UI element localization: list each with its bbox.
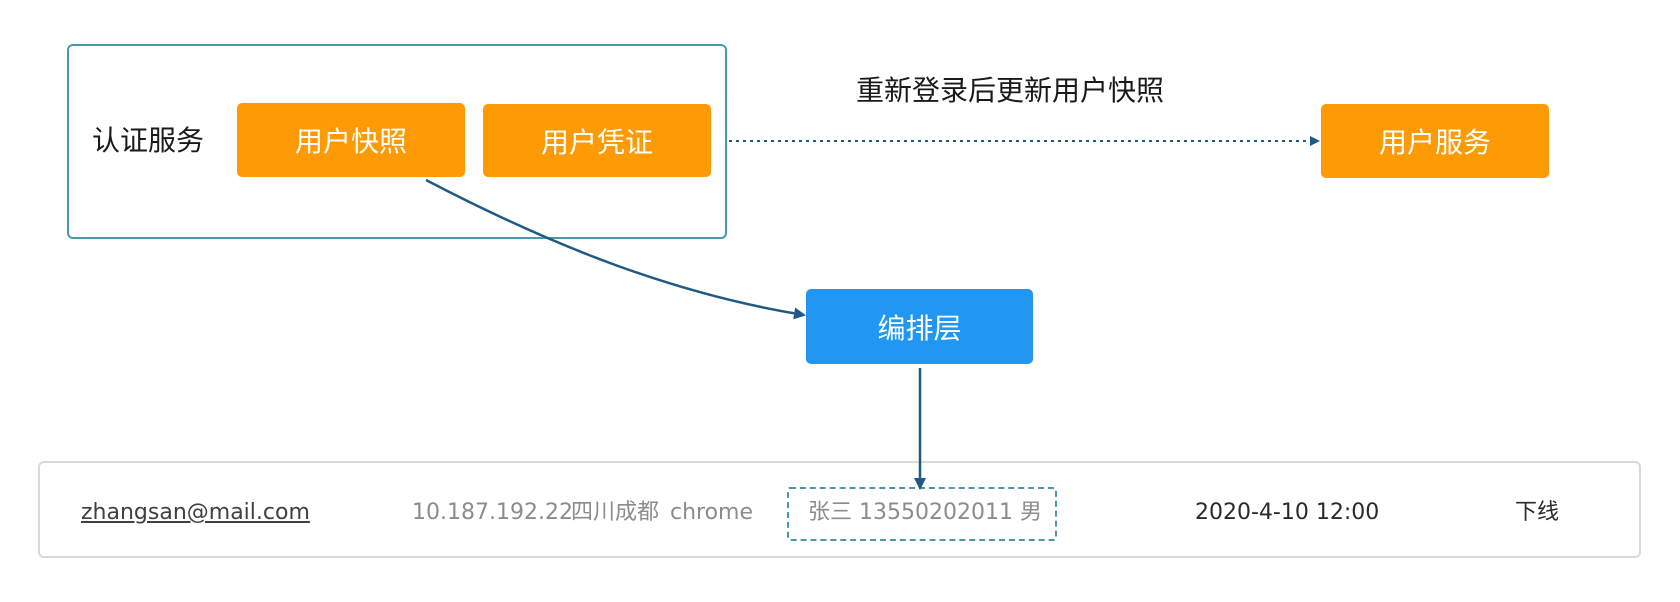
snapshot-to-orchestration-arrow <box>425 178 806 320</box>
login-time: 2020-4-10 12:00 <box>1195 500 1380 525</box>
user-snapshot-node: 用户快照 <box>237 103 465 177</box>
edge-label: 重新登录后更新用户快照 <box>856 74 1165 107</box>
email-link[interactable]: zhangsan@mail.com <box>81 500 310 525</box>
offline-action[interactable]: 下线 <box>1515 500 1560 525</box>
user-info: 张三 13550202011 男 <box>808 500 1042 525</box>
user-credential-node: 用户凭证 <box>483 104 711 177</box>
location: 四川成都 <box>571 500 660 525</box>
ip-address: 10.187.192.22 <box>412 500 573 525</box>
orchestration-layer-node: 编排层 <box>806 289 1033 364</box>
session-row <box>38 461 1641 558</box>
auth-service-label: 认证服务 <box>92 124 205 157</box>
user-service-node: 用户服务 <box>1321 104 1549 178</box>
browser: chrome <box>670 500 754 525</box>
auth-service-group <box>67 44 727 239</box>
